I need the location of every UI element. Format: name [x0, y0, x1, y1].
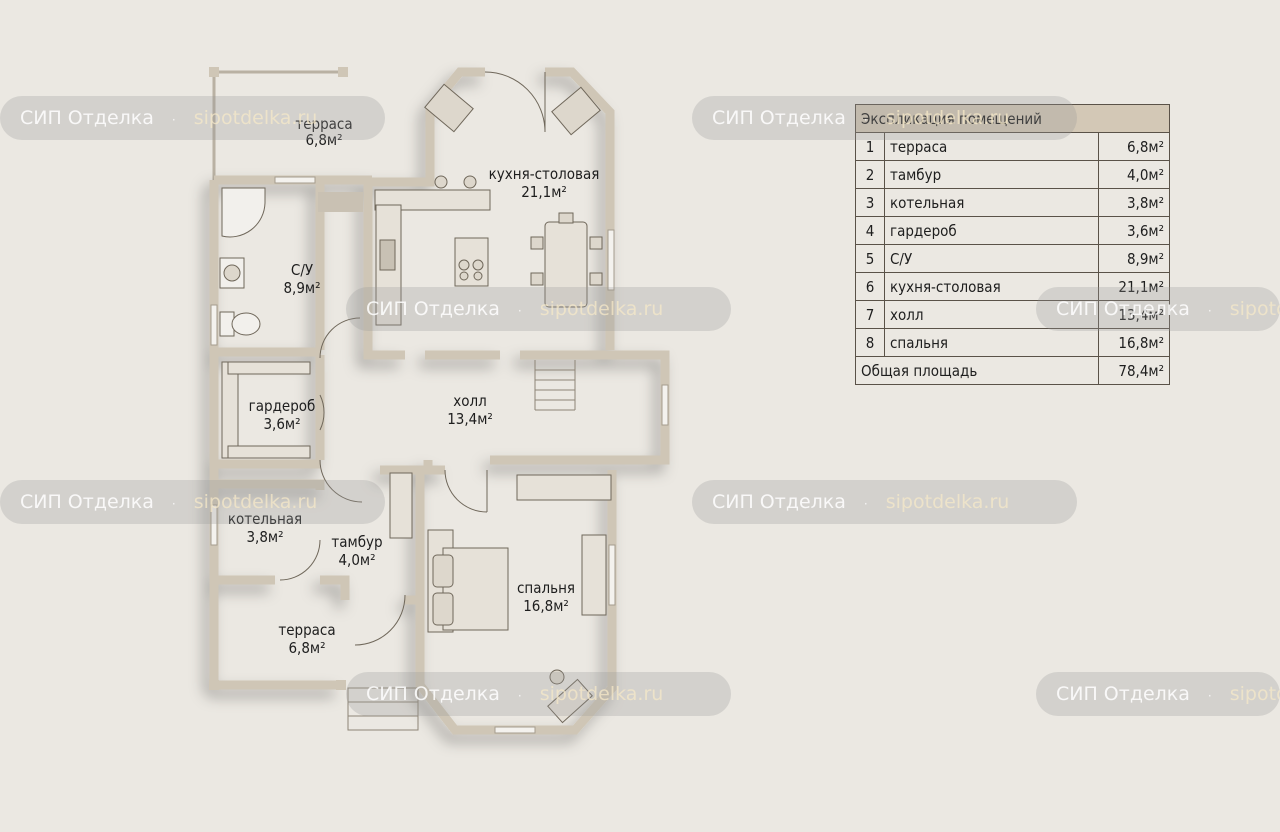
watermark: СИП Отделка · sipotdelka.ru — [1036, 287, 1280, 331]
legend-area: 16,8м² — [1098, 328, 1170, 357]
watermark: СИП Отделка · sipotdelka.ru — [0, 480, 385, 524]
watermark-url: sipotdelka.ru — [885, 107, 1010, 129]
room-label-terrace-top: терраса — [295, 115, 352, 133]
room-area-terrace-bottom: 6,8м² — [288, 639, 325, 657]
legend-name: спальня — [884, 328, 1099, 357]
watermark-dot: · — [1207, 304, 1212, 318]
watermark-name: СИП Отделка — [1056, 683, 1190, 705]
legend-area: 13,4м² — [1098, 300, 1170, 329]
legend-name: кухня-столовая — [884, 272, 1099, 301]
room-area-boiler: 3,8м² — [246, 528, 283, 546]
watermark-dot: · — [517, 304, 522, 318]
watermark-dot: · — [517, 689, 522, 703]
room-area-bedroom: 16,8м² — [523, 597, 569, 615]
watermark: СИП Отделка · sipotdelka.ru — [346, 672, 731, 716]
room-label-terrace-bottom: терраса — [278, 621, 335, 639]
watermark-name: СИП Отделка — [20, 491, 154, 513]
watermark-dot: · — [1207, 689, 1212, 703]
legend-total-label: Общая площадь — [855, 356, 1099, 385]
legend-num: 5 — [855, 244, 885, 273]
terrace-top-railing — [209, 67, 348, 180]
legend-name: С/У — [884, 244, 1099, 273]
room-label-hall: холл — [453, 392, 487, 410]
room-area-hall: 13,4м² — [447, 410, 493, 428]
watermark-url: sipotdelka.ru — [1229, 298, 1280, 320]
watermark-url: sipotdelka.ru — [1229, 683, 1280, 705]
door-swings — [279, 71, 546, 646]
windows — [210, 176, 669, 734]
room-label-bedroom: спальня — [517, 579, 575, 597]
room-area-kitchen: 21,1м² — [521, 183, 567, 201]
watermark-dot: · — [863, 113, 868, 127]
watermark-url: sipotdelka.ru — [193, 491, 318, 513]
watermark-url: sipotdelka.ru — [193, 107, 318, 129]
watermark-url: sipotdelka.ru — [885, 491, 1010, 513]
legend-area: 6,8м² — [1098, 132, 1170, 161]
watermark: СИП Отделка · sipotdelka.ru — [1036, 672, 1280, 716]
room-area-terrace-top: 6,8м² — [305, 131, 342, 149]
room-label-kitchen: кухня-столовая — [489, 165, 600, 183]
room-labels: терраса 6,8м² кухня-столовая 21,1м² С/У … — [228, 115, 600, 657]
terrace-bottom-posts — [209, 680, 346, 690]
legend-area: 3,8м² — [1098, 188, 1170, 217]
legend-area: 8,9м² — [1098, 244, 1170, 273]
room-label-vestibule: тамбур — [331, 533, 382, 551]
legend-num: 7 — [855, 300, 885, 329]
watermark: СИП Отделка · sipotdelka.ru — [0, 96, 385, 140]
legend-num: 2 — [855, 160, 885, 189]
room-label-boiler: котельная — [228, 510, 302, 528]
legend-num: 8 — [855, 328, 885, 357]
watermark: СИП Отделка · sipotdelka.ru — [692, 480, 1077, 524]
watermark-url: sipotdelka.ru — [539, 683, 664, 705]
watermark: СИП Отделка · sipotdelka.ru — [692, 96, 1077, 140]
watermark-name: СИП Отделка — [712, 107, 846, 129]
legend-num: 4 — [855, 216, 885, 245]
watermark-name: СИП Отделка — [20, 107, 154, 129]
room-label-wardrobe: гардероб — [249, 397, 316, 415]
legend-name: гардероб — [884, 216, 1099, 245]
room-area-bathroom: 8,9м² — [283, 279, 320, 297]
watermark-url: sipotdelka.ru — [539, 298, 664, 320]
legend-title: Экспликация помещений — [855, 104, 1170, 133]
legend-name: холл — [884, 300, 1099, 329]
legend-area: 3,6м² — [1098, 216, 1170, 245]
legend-total-row: Общая площадь 78,4м² — [855, 356, 1170, 385]
legend-num: 3 — [855, 188, 885, 217]
watermark-name: СИП Отделка — [366, 298, 500, 320]
watermark-name: СИП Отделка — [366, 683, 500, 705]
watermark-name: СИП Отделка — [712, 491, 846, 513]
legend-total-area: 78,4м² — [1098, 356, 1170, 385]
legend-header-row: Экспликация помещений — [855, 104, 1170, 133]
legend-name: котельная — [884, 188, 1099, 217]
legend-name: тамбур — [884, 160, 1099, 189]
legend-area: 21,1м² — [1098, 272, 1170, 301]
legend-area: 4,0м² — [1098, 160, 1170, 189]
room-area-wardrobe: 3,6м² — [263, 415, 300, 433]
watermark: СИП Отделка · sipotdelka.ru — [346, 287, 731, 331]
watermark-dot: · — [171, 113, 176, 127]
room-area-vestibule: 4,0м² — [338, 551, 375, 569]
furniture — [219, 83, 612, 731]
watermark-dot: · — [863, 497, 868, 511]
legend-num: 6 — [855, 272, 885, 301]
room-label-bathroom: С/У — [291, 261, 313, 279]
watermark-name: СИП Отделка — [1056, 298, 1190, 320]
watermark-dot: · — [171, 497, 176, 511]
